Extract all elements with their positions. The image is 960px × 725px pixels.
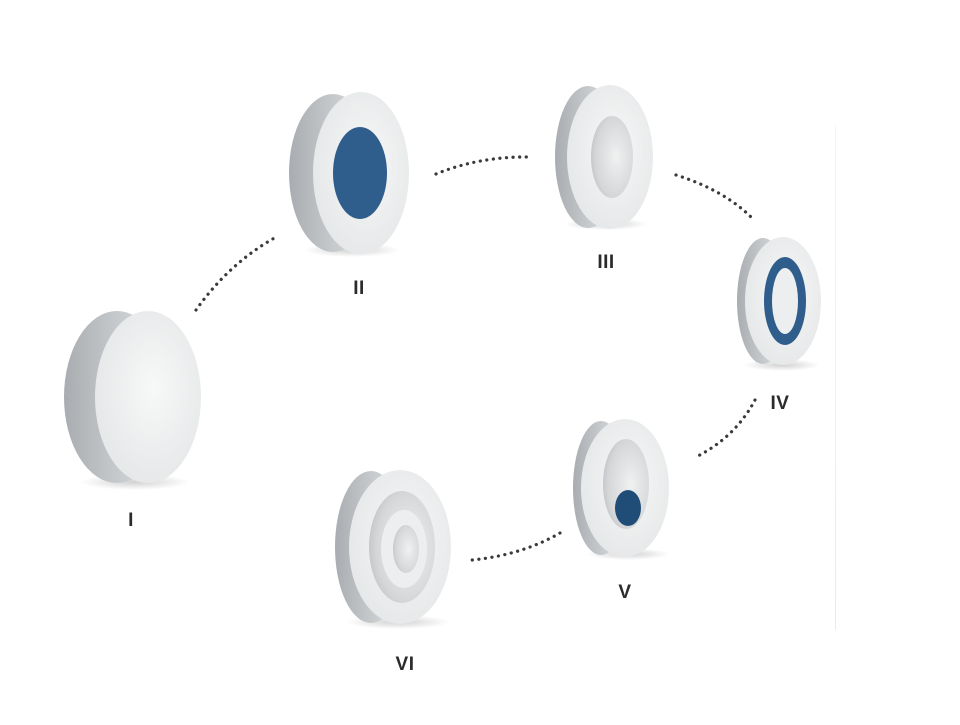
connector-iv-v bbox=[692, 398, 757, 460]
label-stage-v: V bbox=[618, 582, 632, 603]
label-stage-iv: IV bbox=[770, 393, 790, 414]
blue-core-shape bbox=[333, 127, 387, 219]
connector-i-ii bbox=[194, 234, 280, 312]
page-edge-line bbox=[835, 125, 836, 630]
label-stage-vi: VI bbox=[395, 654, 415, 675]
label-stage-i: I bbox=[128, 510, 134, 531]
disc-stage-iv bbox=[737, 237, 821, 371]
inner-recess bbox=[393, 525, 419, 573]
label-stage-ii: II bbox=[353, 278, 365, 299]
blue-dot-shape bbox=[615, 490, 641, 526]
label-stage-iii: III bbox=[597, 252, 615, 273]
disc-stage-vi bbox=[335, 470, 451, 629]
disc-stage-iii bbox=[555, 85, 653, 230]
disc-stage-v bbox=[573, 419, 670, 560]
disc-stage-i bbox=[64, 311, 201, 490]
hollow-recess bbox=[591, 116, 633, 198]
connector-v-vi bbox=[470, 531, 562, 562]
dotted-connectors bbox=[194, 155, 757, 562]
connector-iii-iv bbox=[674, 173, 754, 220]
connector-ii-iii bbox=[434, 155, 534, 176]
disc-stage-ii bbox=[289, 92, 409, 257]
